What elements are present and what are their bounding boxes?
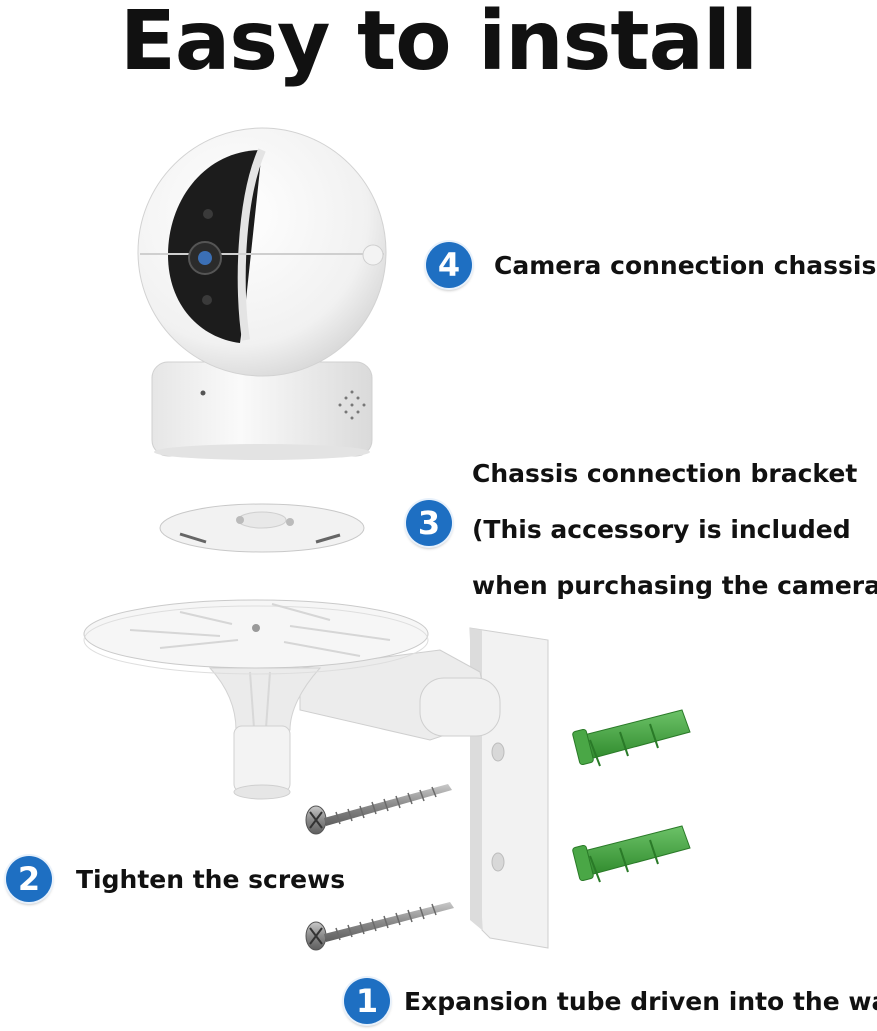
- step-label: Expansion tube driven into the wall: [404, 986, 877, 1016]
- wall-bracket-illustration: [83, 599, 549, 949]
- page-title: Easy to install: [119, 0, 758, 89]
- step-1: 1 Expansion tube driven into the wall: [344, 978, 877, 1024]
- chassis-plate-illustration: [159, 503, 365, 553]
- step-number-badge: 2: [6, 856, 52, 902]
- step-label: Camera connection chassis: [494, 250, 877, 280]
- expansion-tube-illustration: [572, 825, 691, 883]
- step-3: 3: [406, 500, 452, 546]
- screw-illustration: [305, 784, 452, 835]
- step-label: Tighten the screws: [76, 864, 346, 894]
- camera-illustration: [137, 127, 387, 460]
- step-number-badge: 4: [426, 242, 472, 288]
- step-2: 2 Tighten the screws: [6, 856, 345, 902]
- step-number-badge: 1: [344, 978, 390, 1024]
- step-label-line: (This accessory is included: [472, 515, 851, 544]
- expansion-tube-illustration: [572, 709, 691, 767]
- step-label-line: Chassis connection bracket: [472, 459, 858, 488]
- step-number-badge: 3: [406, 500, 452, 546]
- screw-illustration: [305, 902, 454, 951]
- step-3-label: Chassis connection bracket (This accesso…: [472, 446, 877, 614]
- step-4: 4 Camera connection chassis: [426, 242, 876, 288]
- step-label-line: when purchasing the camera): [472, 571, 877, 600]
